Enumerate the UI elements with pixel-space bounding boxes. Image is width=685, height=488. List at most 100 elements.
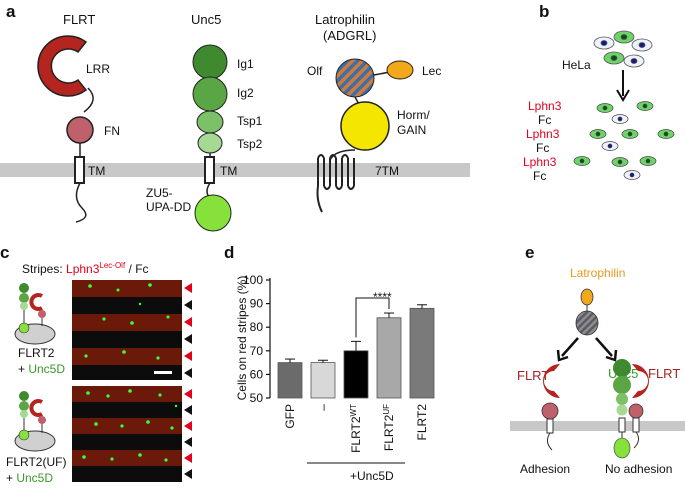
unc5-zu5-label-line1: ZU5- <box>146 186 173 200</box>
e-unc5-ig1 <box>613 359 631 377</box>
x-tick-label: GFP <box>283 404 297 429</box>
panel-d-label: d <box>224 243 235 262</box>
c-row1-unc5d: Unc5D <box>28 362 66 376</box>
latrophilin-title-line1: Latrophilin <box>315 12 375 27</box>
x-tick-label: FLRT2UF <box>382 404 396 451</box>
latrophilin-horm-label-line2: GAIN <box>397 123 427 137</box>
stripe-arrowheads <box>184 283 192 479</box>
c-row2-unc5d: Unc5D <box>16 471 54 485</box>
cell-cartoon-1 <box>14 283 56 345</box>
latrophilin-horm-label-line1: Horm/ <box>397 108 430 122</box>
stripe-label-5: Lphn3 <box>523 155 557 169</box>
bar <box>409 307 435 399</box>
panel-e-label: e <box>525 243 535 262</box>
unc5-tsp1 <box>196 110 224 134</box>
latrophilin-7tm <box>316 154 355 213</box>
x-tick-label: – <box>316 404 330 411</box>
e-olf <box>575 310 599 336</box>
e-lec <box>580 288 594 306</box>
stripes-prefix: Stripes: <box>22 262 67 276</box>
e-adhesion-label: Adhesion <box>520 462 571 476</box>
unc5-ig2-label: Ig2 <box>237 86 254 100</box>
flrt-fn-domain <box>66 116 94 144</box>
x-tick-label: FLRT2WT <box>349 404 363 453</box>
stripes-lphn3-sup: Lec-Olf <box>99 261 126 270</box>
flrt-tm <box>74 156 85 184</box>
c-row2-line1: FLRT2(UF) <box>6 455 67 469</box>
bar <box>376 317 402 399</box>
y-tick-label: 100 <box>243 273 263 287</box>
bar <box>277 362 303 399</box>
c-row2-plus: + <box>6 471 17 485</box>
panel-e-diagram <box>510 288 685 459</box>
flrt-title: FLRT <box>63 12 96 27</box>
latrophilin-title-line2: (ADGRL) <box>323 28 377 43</box>
stripes-suffix: / Fc <box>125 262 149 276</box>
cell-cartoon-2 <box>14 391 56 452</box>
c-row1-line1: FLRT2 <box>18 346 55 360</box>
unc5-tm-label: TM <box>220 164 238 178</box>
stripes-legend: Stripes: Lphn3Lec-Olf / Fc <box>22 261 149 276</box>
y-tick-label: 60 <box>250 367 264 381</box>
membrane-a <box>0 163 470 177</box>
e-unc5-ig2 <box>613 376 631 394</box>
cells-on-stripes <box>573 101 675 180</box>
panel-b-label: b <box>539 2 550 21</box>
e-flrt-right-label: FLRT <box>648 366 681 381</box>
c-row1-plus: + <box>18 362 29 376</box>
flrt-tm-label: TM <box>88 164 106 178</box>
latrophilin-horm-gain <box>340 101 390 151</box>
x-tick-label: FLRT2 <box>415 404 429 441</box>
y-tick-label: 90 <box>250 297 264 311</box>
bar <box>343 350 369 399</box>
unc5-tsp2 <box>197 132 223 154</box>
c-row1-line2: + Unc5D <box>18 362 65 376</box>
flrt-lrr-shape <box>37 35 88 97</box>
stripe-label-2: Fc <box>538 113 552 127</box>
c-row2-line2: + Unc5D <box>6 471 53 485</box>
panel-c-micrographs <box>14 280 192 482</box>
stripe-label-3: Lphn3 <box>526 127 560 141</box>
unc5-ig1-label: Ig1 <box>237 57 254 71</box>
e-flrt-right-lrr <box>632 364 649 398</box>
unc5-ig2 <box>192 76 228 112</box>
unc5-title: Unc5 <box>191 12 222 27</box>
unc5-tsp2-label: Tsp2 <box>237 137 263 151</box>
e-no-adhesion-label: No adhesion <box>605 462 673 476</box>
latrophilin-lec <box>386 60 414 80</box>
y-tick-label: 70 <box>250 344 264 358</box>
panel-c-label: c <box>0 243 10 262</box>
unc5-zu5-domain <box>194 194 232 232</box>
unc5-ig1 <box>192 44 228 80</box>
bar <box>310 362 336 399</box>
e-flrt-left-label: FLRT <box>517 368 550 383</box>
panel-a-diagram <box>0 35 470 232</box>
panel-a-label: a <box>6 2 16 21</box>
hela-cells <box>593 30 653 102</box>
micrograph-flrt2 <box>72 280 182 380</box>
unc5-tm <box>204 156 215 184</box>
stripes-lphn3: Lphn3 <box>66 262 100 276</box>
latrophilin-olf <box>335 58 375 98</box>
e-flrt-left-lrr <box>543 364 560 398</box>
flrt-fn-label: FN <box>104 124 120 138</box>
latrophilin-lec-label: Lec <box>422 64 442 78</box>
unc5-zu5-label-line2: UPA-DD <box>146 200 192 214</box>
stripe-label-1: Lphn3 <box>528 99 562 113</box>
e-latrophilin-label: Latrophilin <box>570 266 626 280</box>
flrt-lrr-label: LRR <box>86 62 111 76</box>
y-tick-label: 80 <box>250 320 264 334</box>
latrophilin-7tm-label: 7TM <box>375 164 399 178</box>
unc5d-group-label: +Unc5D <box>350 469 394 483</box>
significance-stars: **** <box>373 290 392 304</box>
micrograph-flrt2-uf <box>72 386 182 482</box>
significance-bracket <box>355 297 390 338</box>
latrophilin-olf-label: Olf <box>307 64 323 78</box>
flrt-linker <box>83 87 94 113</box>
y-tick-label: 50 <box>250 391 264 405</box>
unc5-tsp1-label: Tsp1 <box>237 114 263 128</box>
stripe-label-4: Fc <box>536 141 550 155</box>
hela-label: HeLa <box>562 58 591 72</box>
stripe-label-6: Fc <box>533 169 547 183</box>
